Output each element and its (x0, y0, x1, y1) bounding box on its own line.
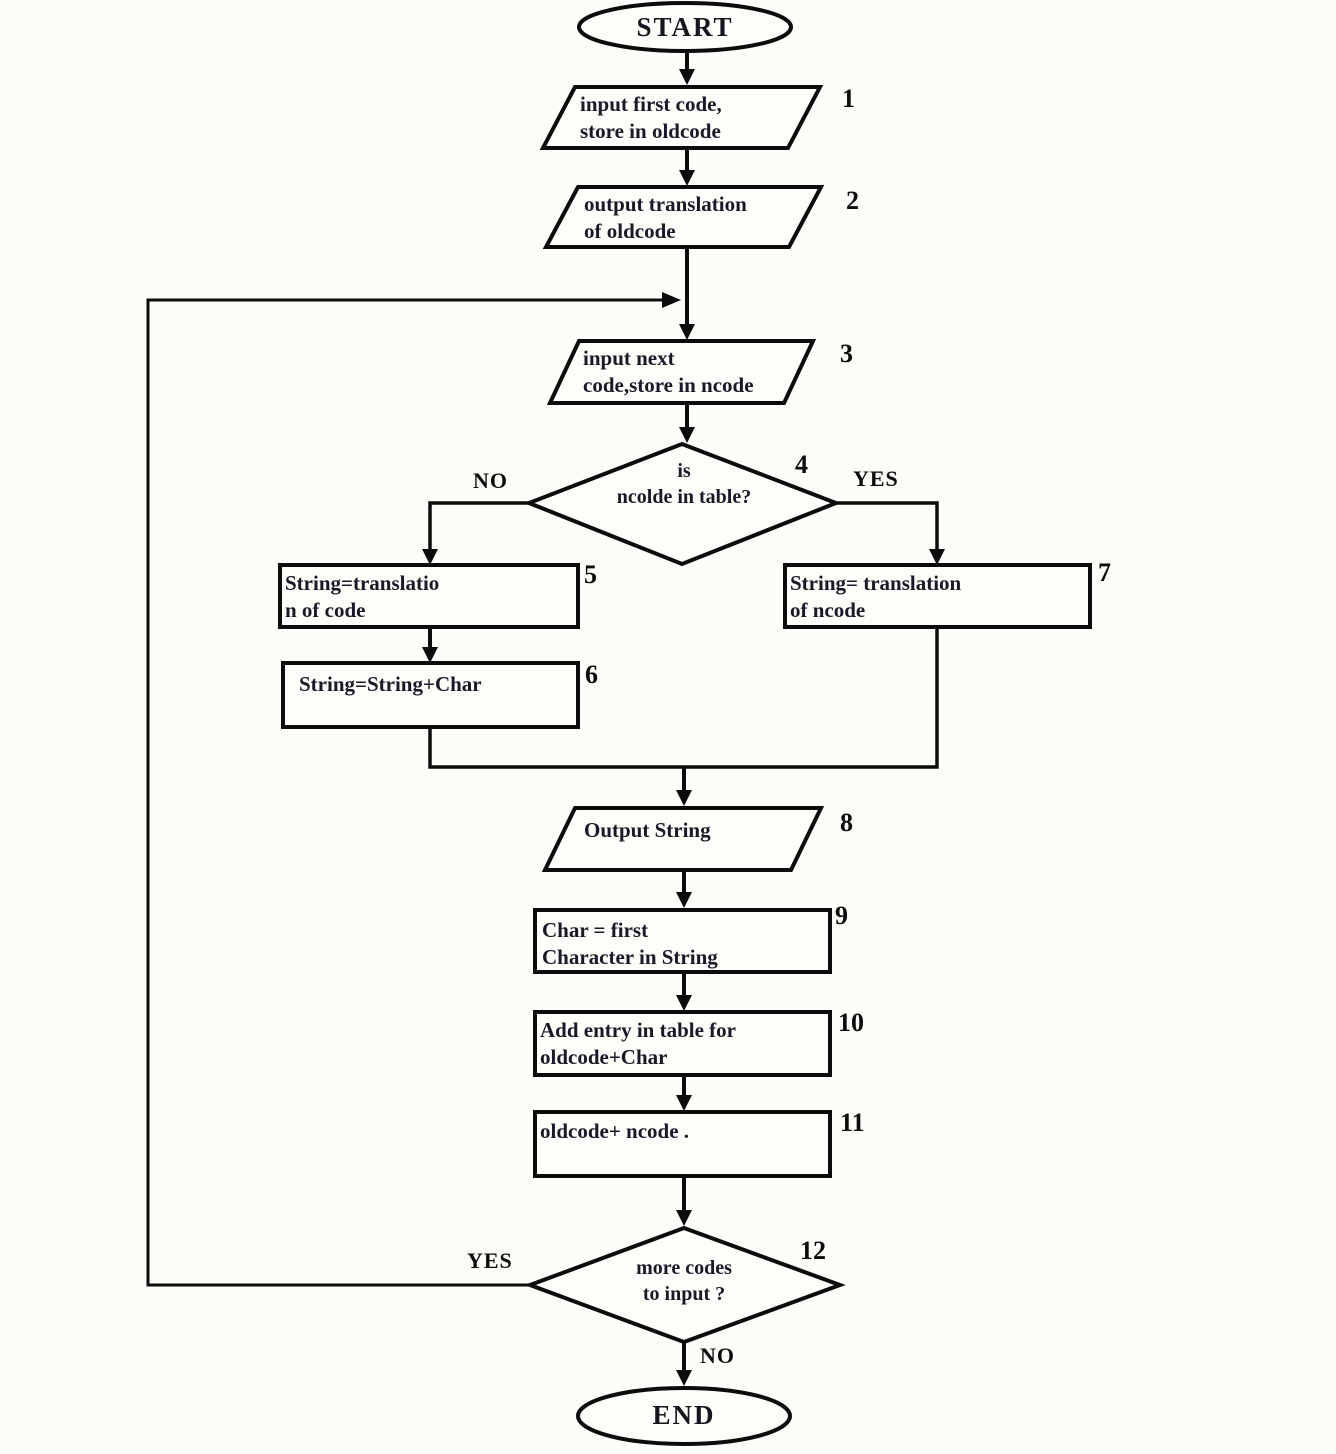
connector-loop-back (146, 298, 662, 1287)
start-terminator-shape (577, 1, 793, 53)
node-3-label: input next code,store in ncode (583, 345, 754, 399)
decision-12-yes-label: YES (467, 1248, 513, 1273)
node-1-label: input first code, store in oldcode (580, 91, 722, 145)
node-1-line2: store in oldcode (580, 119, 721, 143)
node-8-number: 8 (840, 808, 853, 837)
connector-4-no-to-5 (428, 501, 529, 550)
arrowhead-3-to-4 (679, 427, 695, 443)
node-9-line1: Char = first (542, 918, 649, 942)
io-shape-1 (539, 85, 824, 150)
node-10-line2: oldcode+Char (540, 1045, 668, 1069)
decision-4-no-label: NO (473, 468, 508, 493)
arrowhead-5-to-6 (422, 647, 438, 663)
arrowhead-merge-to-8 (676, 790, 692, 806)
node-6-number: 6 (585, 660, 598, 689)
node-10-number: 10 (838, 1008, 864, 1037)
node-10-line1: Add entry in table for (540, 1018, 736, 1042)
process-shape-7 (783, 563, 1092, 629)
node-7-line1: String= translation (790, 571, 962, 595)
node-3-line2: code,store in ncode (583, 373, 754, 397)
start-label: START (636, 12, 734, 42)
io-shape-3 (546, 339, 817, 405)
decision-4-line2: ncolde in table? (616, 486, 752, 508)
arrowhead-8-to-9 (676, 892, 692, 908)
end-terminator-shape (576, 1386, 792, 1446)
process-shape-10 (533, 1010, 832, 1077)
decision-12-number: 12 (800, 1236, 826, 1265)
node-9-number: 9 (835, 901, 848, 930)
node-3-line1: input next (583, 346, 675, 370)
node-5-line1: String=translatio (285, 571, 440, 595)
process-shape-6 (281, 661, 580, 729)
arrowhead-loop-junction (662, 292, 681, 308)
node-5-line2: n of code (285, 598, 366, 622)
node-5-label: String=translatio n of code (285, 570, 439, 624)
node-2-label: output translation of oldcode (584, 191, 747, 245)
node-10-label: Add entry in table for oldcode+Char (540, 1017, 736, 1071)
node-9-label: Char = first Character in String (542, 917, 718, 971)
io-shape-2 (542, 185, 825, 249)
node-9-line2: Character in String (542, 945, 718, 969)
node-11-number: 11 (840, 1108, 865, 1137)
decision-12-line2: to input ? (642, 1283, 726, 1305)
arrowhead-start-to-1 (679, 69, 695, 85)
decision-4-label: is ncolde in table? (559, 458, 809, 510)
arrowhead-12-to-end (676, 1370, 692, 1386)
decision-shape-4 (523, 441, 842, 567)
decision-12-line1: more codes (636, 1257, 732, 1279)
decision-4-number: 4 (795, 450, 808, 479)
arrowhead-11-to-12 (676, 1210, 692, 1226)
node-1-number: 1 (842, 84, 855, 113)
decision-shape-12 (524, 1225, 846, 1345)
arrowhead-yes-to-7 (929, 549, 945, 565)
decision-12-label: more codes to input ? (559, 1255, 809, 1307)
arrowhead-1-to-2 (679, 170, 695, 186)
arrowhead-2-to-3 (679, 324, 695, 340)
process-shape-11 (533, 1110, 832, 1178)
process-shape-9 (533, 908, 832, 974)
decision-12-no-label: NO (700, 1343, 735, 1368)
node-7-line2: of ncode (790, 598, 866, 622)
node-1-line1: input first code, (580, 92, 722, 116)
node-6-line1: String=String+Char (299, 672, 482, 696)
node-2-line1: output translation (584, 192, 747, 216)
node-11-label: oldcode+ ncode . (540, 1118, 689, 1145)
node-7-label: String= translation of ncode (790, 570, 961, 624)
process-shape-5 (278, 563, 580, 629)
node-7-number: 7 (1098, 558, 1111, 587)
decision-4-yes-label: YES (853, 466, 899, 491)
io-shape-8 (541, 806, 825, 872)
node-8-label: Output String (584, 817, 711, 844)
end-label: END (652, 1400, 716, 1430)
node-11-line1: oldcode+ ncode . (540, 1119, 690, 1143)
node-5-number: 5 (584, 560, 597, 589)
decision-4-line1: is (677, 460, 691, 482)
node-2-line2: of oldcode (584, 219, 676, 243)
arrowhead-10-to-11 (676, 1095, 692, 1111)
arrowhead-no-to-5 (422, 549, 438, 565)
arrowhead-9-to-10 (676, 995, 692, 1011)
connector-4-yes-to-7 (836, 501, 939, 550)
node-2-number: 2 (846, 186, 859, 215)
node-6-label: String=String+Char (299, 671, 482, 698)
node-3-number: 3 (840, 339, 853, 368)
node-8-line1: Output String (584, 818, 711, 842)
